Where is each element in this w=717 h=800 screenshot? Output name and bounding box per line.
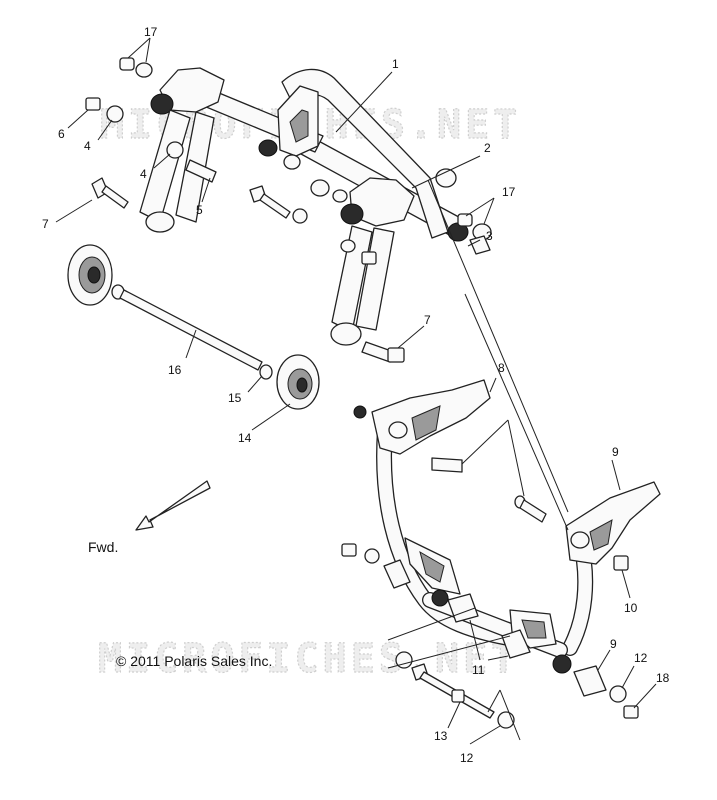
idler-wheel-assembly xyxy=(67,244,320,410)
callout-1: 1 xyxy=(392,57,399,71)
callout-12-bottom: 12 xyxy=(460,751,474,765)
leader-lines xyxy=(55,37,657,745)
callout-10: 10 xyxy=(624,601,638,615)
callout-6: 6 xyxy=(58,127,65,141)
front-arm-frame xyxy=(341,379,661,729)
callout-18: 18 xyxy=(656,671,670,685)
callout-3: 3 xyxy=(486,229,493,243)
hardware-upper xyxy=(85,57,492,363)
callout-7-right: 7 xyxy=(424,313,431,327)
callout-14: 14 xyxy=(238,431,252,445)
rocker-arm-assembly xyxy=(139,67,469,346)
callout-5: 5 xyxy=(196,203,203,217)
callout-4-b: 4 xyxy=(140,167,147,181)
forward-arrow xyxy=(135,480,211,531)
callout-16: 16 xyxy=(168,363,182,377)
callout-17-top: 17 xyxy=(144,25,158,39)
callout-2: 2 xyxy=(484,141,491,155)
callout-9-bottom: 9 xyxy=(610,637,617,651)
callout-12-right: 12 xyxy=(634,651,648,665)
callout-17-right: 17 xyxy=(502,185,516,199)
callout-15: 15 xyxy=(228,391,242,405)
callout-13: 13 xyxy=(434,729,448,743)
forward-label: Fwd. xyxy=(88,539,118,555)
copyright-text: © 2011 Polaris Sales Inc. xyxy=(116,653,272,669)
callout-7-left: 7 xyxy=(42,217,49,231)
callout-8: 8 xyxy=(498,361,505,375)
callout-4-a: 4 xyxy=(84,139,91,153)
callout-11: 11 xyxy=(472,663,485,677)
callout-9-top: 9 xyxy=(612,445,619,459)
watermark-bottom: MICROFICHES.NET xyxy=(98,636,519,682)
callout-numbers: 17 1 6 4 4 2 17 5 7 3 7 16 15 14 8 9 10 … xyxy=(42,25,670,765)
